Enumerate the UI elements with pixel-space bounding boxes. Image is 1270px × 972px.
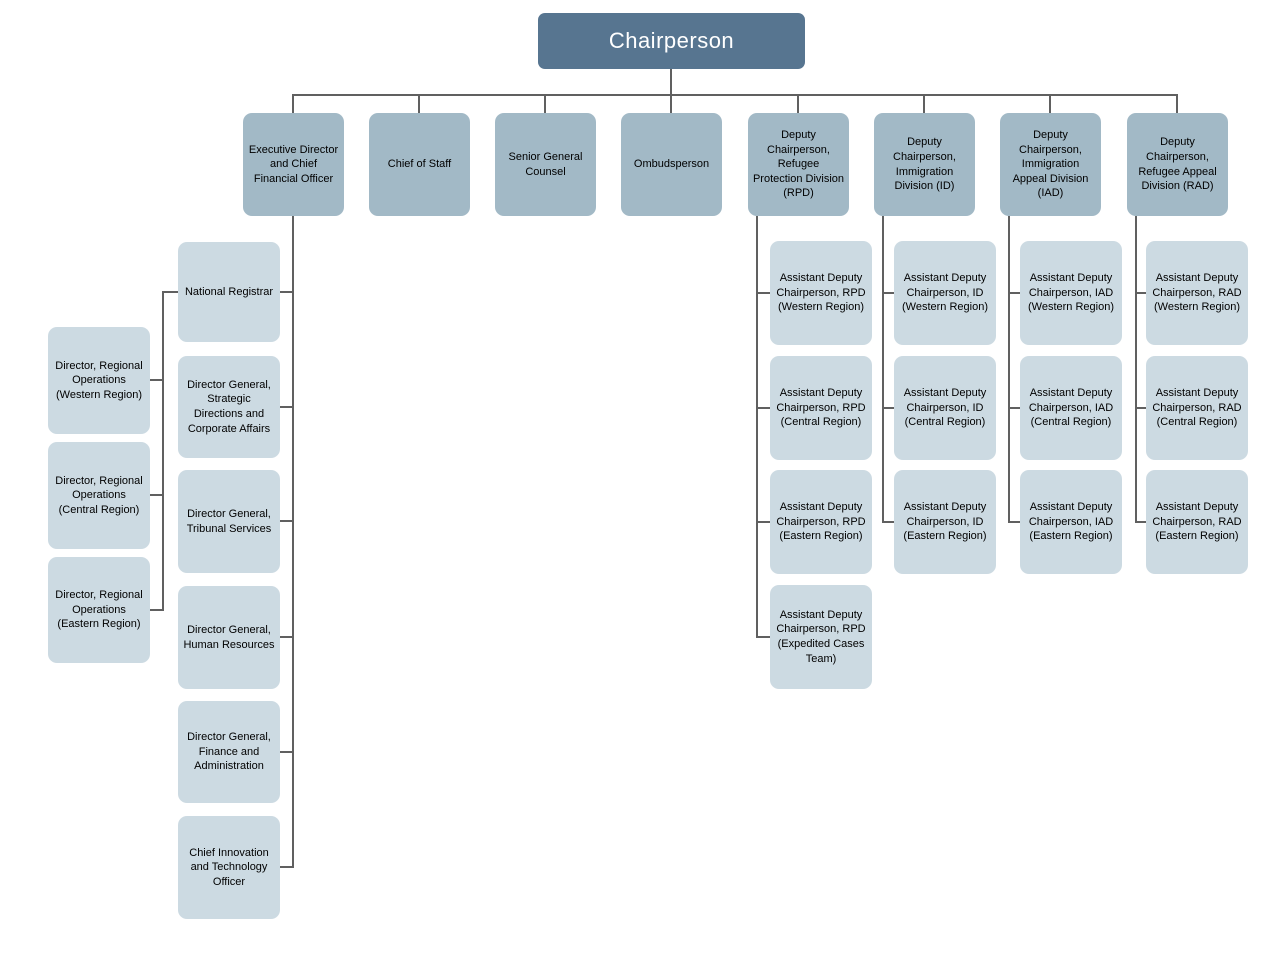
connector-rad-stub (1135, 407, 1146, 409)
connector-id-stub (882, 292, 894, 294)
node-deputy-chairperson-iad: Deputy Chairperson, Immigration Appeal D… (1000, 113, 1101, 216)
node-director-regional-ops-western: Director, Regional Operations (Western R… (48, 327, 150, 434)
connector-exec-stub (280, 751, 294, 753)
connector-drop-id (923, 96, 925, 113)
node-adc-iad-western: Assistant Deputy Chairperson, IAD (Weste… (1020, 241, 1122, 345)
connector-rpd-stub (756, 636, 770, 638)
connector-iad-stub (1008, 521, 1020, 523)
connector-exec-stub (280, 406, 294, 408)
node-chief-innovation-technology-officer: Chief Innovation and Technology Officer (178, 816, 280, 919)
node-adc-rpd-expedited-cases: Assistant Deputy Chairperson, RPD (Exped… (770, 585, 872, 689)
connector-registrar-stub (150, 609, 162, 611)
connector-rad-stub (1135, 292, 1146, 294)
node-senior-general-counsel: Senior General Counsel (495, 113, 596, 216)
node-adc-id-eastern: Assistant Deputy Chairperson, ID (Easter… (894, 470, 996, 574)
connector-rpd-stub (756, 521, 770, 523)
node-chief-of-staff: Chief of Staff (369, 113, 470, 216)
node-adc-rad-western: Assistant Deputy Chairperson, RAD (Weste… (1146, 241, 1248, 345)
node-deputy-chairperson-rpd: Deputy Chairperson, Refugee Protection D… (748, 113, 849, 216)
node-adc-iad-eastern: Assistant Deputy Chairperson, IAD (Easte… (1020, 470, 1122, 574)
node-adc-rpd-central: Assistant Deputy Chairperson, RPD (Centr… (770, 356, 872, 460)
connector-registrar-vline (162, 291, 164, 611)
node-adc-rad-central: Assistant Deputy Chairperson, RAD (Centr… (1146, 356, 1248, 460)
node-dg-human-resources: Director General, Human Resources (178, 586, 280, 689)
node-dg-tribunal-services: Director General, Tribunal Services (178, 470, 280, 573)
connector-rpd-stub (756, 292, 770, 294)
connector-drop-iad (1049, 96, 1051, 113)
connector-drop-general-counsel (544, 96, 546, 113)
node-director-regional-ops-eastern: Director, Regional Operations (Eastern R… (48, 557, 150, 663)
connector-id-vline (882, 216, 884, 523)
node-national-registrar: National Registrar (178, 242, 280, 342)
connector-id-stub (882, 407, 894, 409)
connector-exec-stub (280, 291, 294, 293)
connector-rad-stub (1135, 521, 1146, 523)
connector-rpd-stub (756, 407, 770, 409)
connector-exec-vline (292, 216, 294, 868)
connector-iad-stub (1008, 292, 1020, 294)
node-adc-rpd-western: Assistant Deputy Chairperson, RPD (Weste… (770, 241, 872, 345)
connector-exec-stub (280, 866, 294, 868)
connector-drop-chief-of-staff (418, 96, 420, 113)
connector-rpd-vline (756, 216, 758, 638)
node-ombudsperson: Ombudsperson (621, 113, 722, 216)
node-adc-rad-eastern: Assistant Deputy Chairperson, RAD (Easte… (1146, 470, 1248, 574)
connector-iad-stub (1008, 407, 1020, 409)
connector-drop-rpd (797, 96, 799, 113)
node-director-regional-ops-central: Director, Regional Operations (Central R… (48, 442, 150, 549)
node-dg-finance-administration: Director General, Finance and Administra… (178, 701, 280, 803)
connector-registrar-stub (150, 494, 162, 496)
connector-top-rail (292, 94, 1178, 96)
connector-rad-vline (1135, 216, 1137, 523)
node-adc-id-central: Assistant Deputy Chairperson, ID (Centra… (894, 356, 996, 460)
node-chairperson: Chairperson (538, 13, 805, 69)
node-dg-strategic-directions: Director General, Strategic Directions a… (178, 356, 280, 458)
connector-drop-ombudsperson (670, 96, 672, 113)
node-adc-iad-central: Assistant Deputy Chairperson, IAD (Centr… (1020, 356, 1122, 460)
node-deputy-chairperson-rad: Deputy Chairperson, Refugee Appeal Divis… (1127, 113, 1228, 216)
connector-id-stub (882, 521, 894, 523)
connector-drop-exec (292, 96, 294, 113)
connector-registrar-stub (150, 379, 162, 381)
connector-root-drop (670, 69, 672, 94)
node-executive-director-cfo: Executive Director and Chief Financial O… (243, 113, 344, 216)
connector-registrar-top-stub (162, 291, 178, 293)
connector-exec-stub (280, 520, 294, 522)
connector-exec-stub (280, 636, 294, 638)
connector-drop-rad (1176, 96, 1178, 113)
node-adc-id-western: Assistant Deputy Chairperson, ID (Wester… (894, 241, 996, 345)
connector-iad-vline (1008, 216, 1010, 523)
node-deputy-chairperson-id: Deputy Chairperson, Immigration Division… (874, 113, 975, 216)
node-adc-rpd-eastern: Assistant Deputy Chairperson, RPD (Easte… (770, 470, 872, 574)
